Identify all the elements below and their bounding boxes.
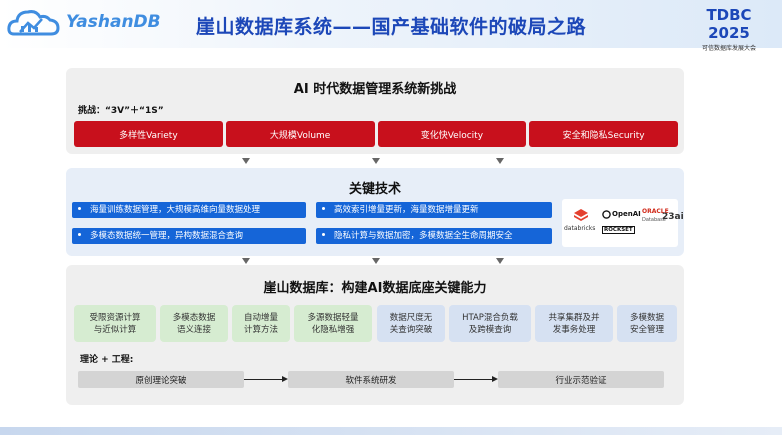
- capability-card: 受限资源计算 与近似计算: [74, 305, 156, 342]
- capability-card: 自动增量 计算方法: [232, 305, 290, 342]
- vendor-logos: databricks OpenAI ROCKSET ORACLE Databas…: [562, 199, 684, 247]
- oracle-database-text: Database: [642, 217, 666, 223]
- challenge-item-security: 安全和隐私Security: [529, 121, 678, 147]
- bullet-icon: [78, 233, 81, 236]
- theory-engineering-label: 理论 + 工程:: [80, 355, 134, 365]
- tdbc-subtitle: 可信数据库发展大会: [701, 45, 756, 52]
- databricks-logo-icon: [574, 209, 588, 221]
- key-tech-title: 关键技术: [348, 182, 401, 197]
- arrow-right-icon: [492, 376, 498, 382]
- key-tech-bullet: 高效索引增量更新，海量数据增量更新: [316, 202, 552, 218]
- tdbc-logo: TDBC 2025 可信数据库发展大会: [684, 6, 774, 52]
- key-tech-bullet: 隐私计算与数据加密，多模数据全生命周期安全: [316, 228, 552, 244]
- oracle-text: ORACLE: [642, 208, 669, 215]
- rockset-text: ROCKSET: [602, 226, 635, 234]
- down-arrow-icon: [372, 258, 380, 264]
- challenge-item-velocity: 变化快Velocity: [377, 121, 527, 147]
- down-arrow-icon: [242, 258, 250, 264]
- bullet-icon: [322, 207, 325, 210]
- capability-card: 多模态数据 语义连接: [160, 305, 228, 342]
- key-tech-bullet-text: 海量训练数据管理，大规模高维向量数据处理: [90, 205, 261, 215]
- key-tech-bullet: 海量训练数据管理，大规模高维向量数据处理: [72, 202, 306, 218]
- capability-card: HTAP混合负载 及跨模查询: [449, 305, 531, 342]
- bullet-icon: [322, 233, 325, 236]
- key-tech-bullet-text: 隐私计算与数据加密，多模数据全生命周期安全: [334, 231, 513, 241]
- key-tech-bullet-text: 高效索引增量更新，海量数据增量更新: [334, 205, 479, 215]
- yashandb-logo: YashanDB: [6, 4, 166, 42]
- oracle-version-text: 23ai: [662, 212, 684, 222]
- capability-card: 多源数据轻量 化隐私增强: [294, 305, 372, 342]
- arrow-right-icon: [282, 376, 288, 382]
- logo-text: YashanDB: [66, 12, 161, 32]
- challenges-title: AI 时代数据管理系统新挑战: [293, 82, 457, 97]
- challenge-items: 多样性Variety 大规模Volume 变化快Velocity 安全和隐私Se…: [74, 121, 678, 147]
- stage-industry: 行业示范验证: [498, 371, 664, 388]
- page-title: 崖山数据库系统——国产基础软件的破局之路: [195, 16, 586, 38]
- capability-card: 数据尺度无 关查询突破: [377, 305, 445, 342]
- footer-bar: [0, 427, 782, 435]
- stage-software: 软件系统研发: [288, 371, 454, 388]
- connector-line: [244, 379, 282, 380]
- openai-logo-icon: [602, 210, 611, 219]
- databricks-text: databricks: [564, 225, 596, 232]
- capability-card: 共享集群及并 发事务处理: [535, 305, 613, 342]
- tdbc-title: TDBC 2025: [706, 6, 752, 42]
- connector-line: [454, 379, 492, 380]
- challenges-panel: AI 时代数据管理系统新挑战 挑战：“3V”＋“1S” 多样性Variety 大…: [66, 68, 684, 154]
- stage-theory: 原创理论突破: [78, 371, 244, 388]
- down-arrow-icon: [496, 158, 504, 164]
- capability-card: 多模数据 安全管理: [617, 305, 677, 342]
- bullet-icon: [78, 207, 81, 210]
- yashandb-title: 崖山数据库：构建AI数据底座关键能力: [263, 281, 487, 296]
- key-tech-bullet: 多模态数据统一管理，异构数据混合查询: [72, 228, 306, 244]
- page-header: YashanDB 崖山数据库系统——国产基础软件的破局之路 TDBC 2025 …: [0, 0, 782, 52]
- challenge-label: 挑战：“3V”＋“1S”: [78, 106, 164, 116]
- down-arrow-icon: [372, 158, 380, 164]
- challenge-item-volume: 大规模Volume: [225, 121, 375, 147]
- key-tech-bullet-text: 多模态数据统一管理，异构数据混合查询: [90, 231, 244, 241]
- cloud-logo-icon: [7, 10, 60, 36]
- openai-text: OpenAI: [612, 210, 641, 218]
- down-arrow-icon: [496, 258, 504, 264]
- down-arrow-icon: [242, 158, 250, 164]
- challenge-item-variety: 多样性Variety: [74, 121, 223, 147]
